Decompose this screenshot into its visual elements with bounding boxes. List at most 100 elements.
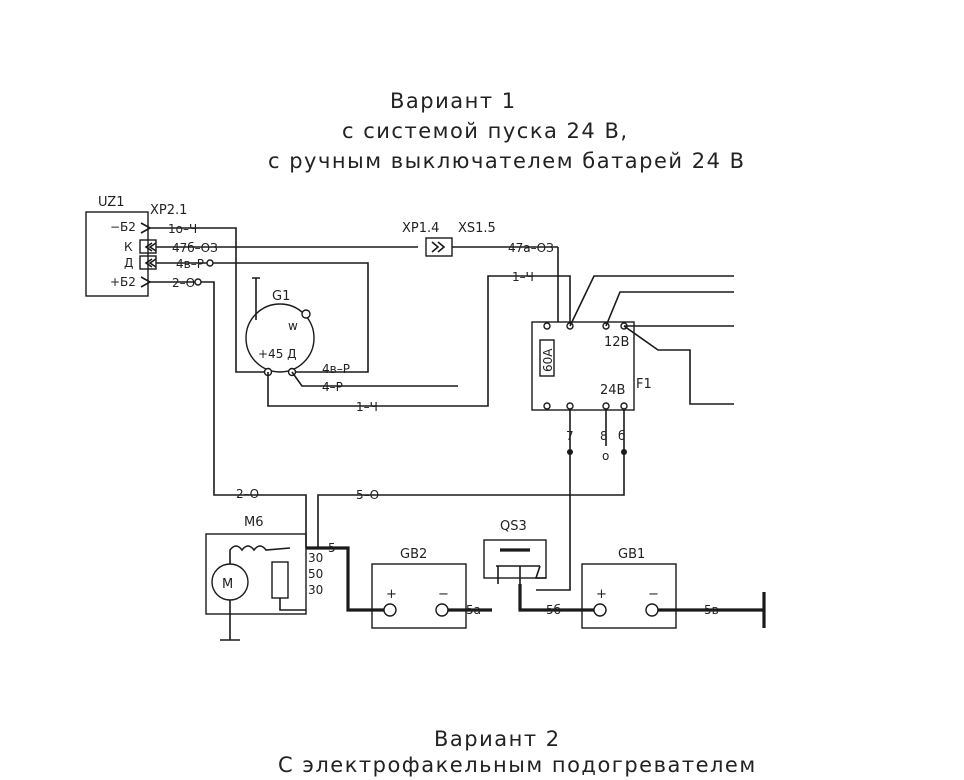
wire-label-7: 7 xyxy=(566,429,574,443)
wire-7 xyxy=(536,410,571,591)
m6-ground xyxy=(220,600,240,641)
cable-5 xyxy=(306,546,390,612)
wire-label-4v-r-g1: 4в–Р xyxy=(322,362,350,376)
fuse-60a-label: 60А xyxy=(541,348,555,372)
f1-label: F1 xyxy=(636,377,652,392)
wire-label-5v: 5в xyxy=(704,603,719,617)
wire-out-1 xyxy=(569,275,734,327)
wire-label-8: 8 xyxy=(600,429,608,443)
wire-label-2-o: 2–О xyxy=(172,276,195,290)
wire-label-o: о xyxy=(602,449,609,463)
m6-winding xyxy=(229,545,291,564)
wire-2-o xyxy=(150,281,307,548)
wire-label-4v-r: 4в–Р xyxy=(176,257,204,271)
wire-junction xyxy=(567,449,573,455)
uz1-block: UZ1 −Б2 К Д +Б2 xyxy=(85,195,157,297)
wire-4v-r xyxy=(156,262,369,373)
cable-5b xyxy=(518,584,598,612)
fuse-60a xyxy=(539,339,555,377)
wire-label-5b: 5б xyxy=(546,603,561,617)
wire-label-1o-ch: 1о–Ч xyxy=(168,222,197,236)
gb2-terminal-minus xyxy=(435,603,449,617)
g1-terminal-label: +45 Д xyxy=(258,347,297,361)
gb2-box xyxy=(371,563,467,629)
f1-24v-label: 24В xyxy=(600,383,625,398)
m6-pin-30-top: 30 xyxy=(308,551,323,565)
variant2-title: Вариант 2 xyxy=(434,727,561,751)
gb1-terminal-plus xyxy=(593,603,607,617)
gb2-label: GB2 xyxy=(400,547,427,562)
xp14-label: XP1.4 xyxy=(402,221,439,236)
f1-terminal xyxy=(543,322,551,330)
wire-label-1-ch-right: 1–Ч xyxy=(512,270,534,284)
wire-label-6: б xyxy=(618,429,625,443)
gb2-plus: + xyxy=(386,587,397,602)
m6-relay xyxy=(271,561,289,599)
connector-d-arrows xyxy=(144,258,157,268)
wire-label-2-o-left: 2–О xyxy=(236,487,259,501)
gb1-box xyxy=(581,563,677,629)
m6-relay-lead xyxy=(279,598,306,611)
pin-b2-plus: +Б2 xyxy=(110,275,136,289)
variant2-subtitle: С электрофакельным подогревателем xyxy=(278,753,757,777)
xs15-label: XS1.5 xyxy=(458,221,496,236)
gb1-minus: − xyxy=(648,587,659,602)
g1-w-mark: w xyxy=(288,319,298,333)
connector-arrows xyxy=(431,241,446,253)
g1-body xyxy=(245,303,315,373)
wire-6 xyxy=(317,410,625,548)
f1-12v-label: 12В xyxy=(604,335,629,350)
gb1-terminal-minus xyxy=(645,603,659,617)
wire-out-2 xyxy=(605,291,734,327)
uz1-label: UZ1 xyxy=(98,195,124,210)
f1-fuse-block: F1 60А 12В 24В xyxy=(531,321,652,411)
uz1-box xyxy=(85,211,149,297)
cable-5v xyxy=(656,592,766,628)
qs3-leads xyxy=(496,565,546,584)
g1-label: G1 xyxy=(272,289,290,304)
xp21-label: XP2.1 xyxy=(150,203,187,218)
m6-pin-30-bottom: 30 xyxy=(308,583,323,597)
gb1-label: GB1 xyxy=(618,547,645,562)
m6-starter: M6 M 30 50 30 xyxy=(205,515,323,641)
wire-label-5: 5 xyxy=(328,541,336,555)
f1-terminal xyxy=(620,402,628,410)
m6-box xyxy=(205,533,307,615)
wire-1o-ch xyxy=(150,227,268,373)
variant1-subtitle-2: с ручным выключателем батарей 24 В xyxy=(268,149,746,173)
m6-label: M6 xyxy=(244,515,264,530)
wire-label-5-o: 5–О xyxy=(356,488,379,502)
gb1-battery: GB1 + − xyxy=(581,547,677,629)
gb1-plus: + xyxy=(596,587,607,602)
terminal-point xyxy=(194,278,202,286)
g1-terminal-w xyxy=(301,309,311,319)
wire-label-47a-os: 47а–ОЗ xyxy=(508,241,554,255)
variant1-subtitle-1: с системой пуска 24 В, xyxy=(342,119,629,143)
f1-terminal xyxy=(543,402,551,410)
wire-label-47b-os: 47б–ОЗ xyxy=(172,241,218,255)
m6-pin-50: 50 xyxy=(308,567,323,581)
wire-label-5a: 5а xyxy=(466,603,481,617)
terminal-point xyxy=(206,259,214,267)
connector-k-arrows xyxy=(144,242,157,252)
wire-label-1-ch-bottom: 1–Ч xyxy=(356,400,378,414)
g1-generator: G1 w +45 Д xyxy=(245,277,315,377)
pin-k: К xyxy=(124,240,133,254)
f1-terminal xyxy=(602,402,610,410)
pin-b2-minus: −Б2 xyxy=(110,220,136,234)
variant1-title: Вариант 1 xyxy=(390,89,517,113)
qs3-box xyxy=(483,539,547,579)
wire-1-ch xyxy=(267,275,571,407)
motor-label: M xyxy=(222,577,233,592)
wire-out-4 xyxy=(623,325,734,405)
wire-junction xyxy=(621,449,627,455)
f1-box xyxy=(531,321,635,411)
gb2-terminal-plus xyxy=(383,603,397,617)
wire-label-4-r: 4–Р xyxy=(322,380,343,394)
gb2-minus: − xyxy=(438,587,449,602)
qs3-switch: QS3 xyxy=(483,519,547,584)
gb2-battery: GB2 + − xyxy=(371,547,467,629)
qs3-label: QS3 xyxy=(500,519,527,534)
f1-terminal xyxy=(566,402,574,410)
